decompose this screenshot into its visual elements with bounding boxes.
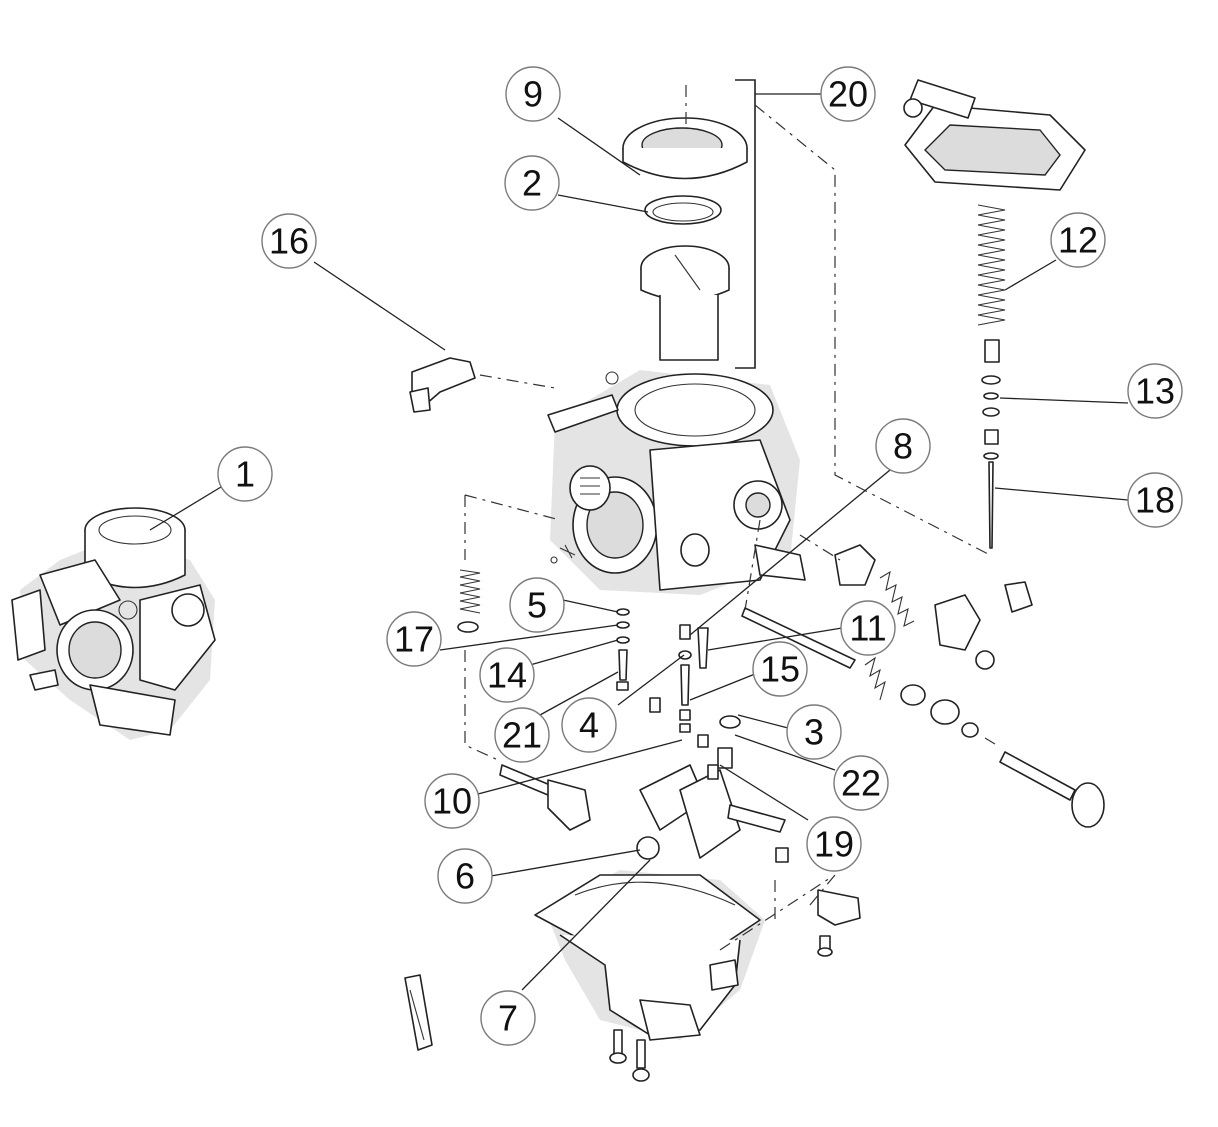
callout-7: 7 [480, 990, 536, 1046]
callout-18: 18 [1127, 472, 1183, 528]
callout-2: 2 [504, 155, 560, 211]
svg-text:8: 8 [893, 426, 913, 467]
callout-8: 8 [875, 418, 931, 474]
float-bowl [534, 836, 765, 1041]
svg-text:6: 6 [455, 856, 475, 897]
assembly-bracket [735, 79, 756, 369]
callout-14: 14 [479, 647, 535, 703]
float-group [639, 715, 789, 863]
jet-needle-group [981, 339, 1001, 549]
callout-13: 13 [1127, 363, 1183, 419]
svg-text:1: 1 [235, 454, 255, 495]
svg-text:14: 14 [487, 655, 527, 696]
vent-hose [409, 357, 476, 413]
callout-9: 9 [505, 66, 561, 122]
callout-3: 3 [786, 704, 842, 760]
callout-19: 19 [806, 816, 862, 872]
callout-6: 6 [437, 848, 493, 904]
callout-22: 22 [833, 755, 889, 811]
svg-text:22: 22 [841, 763, 881, 804]
svg-text:20: 20 [828, 74, 868, 115]
callout-1: 1 [217, 446, 273, 502]
callout-21: 21 [494, 707, 550, 763]
callout-12: 12 [1050, 212, 1106, 268]
svg-text:5: 5 [527, 585, 547, 626]
carburetor-body [547, 370, 806, 595]
vacuum-diaphragm-group [622, 85, 748, 361]
drain-screws [609, 889, 861, 1082]
svg-text:12: 12 [1058, 220, 1098, 261]
callout-20: 20 [820, 66, 876, 122]
svg-text:4: 4 [579, 705, 599, 746]
callout-11: 11 [840, 600, 896, 656]
callout-4: 4 [561, 697, 617, 753]
callout-5: 5 [509, 577, 565, 633]
svg-text:13: 13 [1135, 371, 1175, 412]
callout-10: 10 [424, 773, 480, 829]
svg-text:15: 15 [760, 649, 800, 690]
svg-text:21: 21 [502, 715, 542, 756]
pilot-screw-spring [457, 569, 481, 633]
callout-15: 15 [752, 641, 808, 697]
callout-17: 17 [386, 611, 442, 667]
leader-lines [149, 93, 1129, 991]
svg-text:10: 10 [432, 781, 472, 822]
assembled-carburetor [11, 507, 216, 740]
svg-text:19: 19 [814, 824, 854, 865]
svg-text:9: 9 [523, 74, 543, 115]
jet-parts [649, 624, 709, 733]
svg-text:18: 18 [1135, 480, 1175, 521]
svg-text:16: 16 [269, 221, 309, 262]
alignment-lines [464, 104, 991, 951]
svg-text:17: 17 [394, 619, 434, 660]
svg-text:2: 2 [522, 163, 542, 204]
choke-plunger-group [741, 544, 1105, 828]
callout-16: 16 [261, 213, 317, 269]
slide-spring [977, 204, 1006, 326]
lever-bracket [404, 974, 433, 1051]
svg-text:7: 7 [498, 998, 518, 1039]
pilot-screw-parts [616, 608, 630, 691]
svg-text:11: 11 [849, 608, 886, 649]
top-cover [903, 79, 1086, 191]
svg-text:3: 3 [804, 712, 824, 753]
idle-adjust-screw [499, 764, 591, 831]
